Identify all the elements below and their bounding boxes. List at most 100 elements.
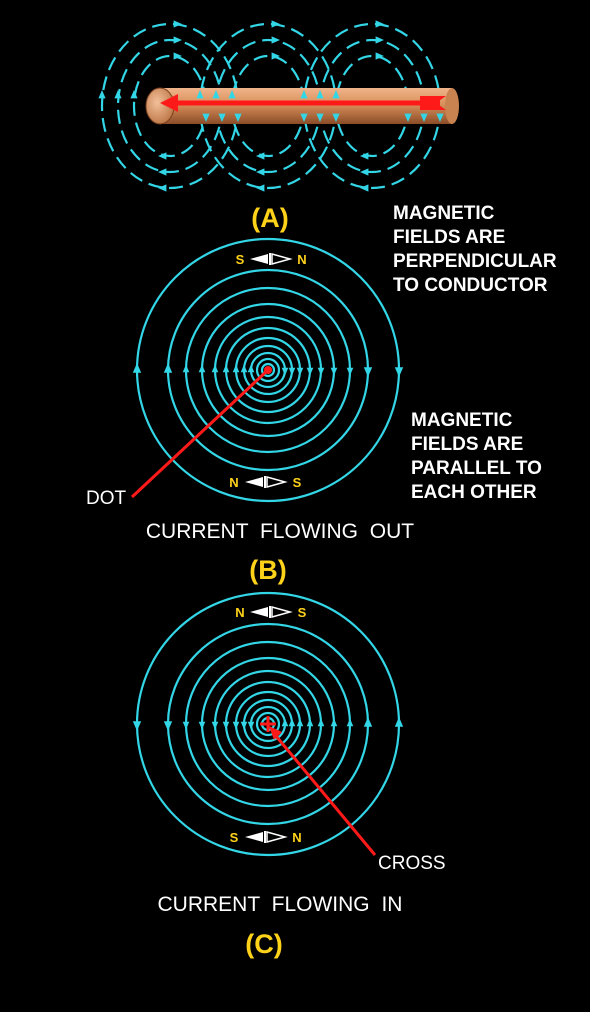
loop-arrow-top-1-1 xyxy=(173,52,182,60)
panel-a: (A) MAGNETIC FIELDS ARE PERPENDICULAR TO… xyxy=(98,20,557,296)
perpendicular-note-line-1: MAGNETIC xyxy=(393,203,495,224)
ring-arrow-left-3 xyxy=(247,721,255,730)
cross-symbol xyxy=(260,716,276,732)
current-arrow-head xyxy=(160,94,178,112)
loop-arrow-right-1-2 xyxy=(218,113,226,122)
loop-arrow-top-1-2 xyxy=(173,36,182,44)
ring-arrow-left-10 xyxy=(163,721,173,731)
ring-arrow-right-8 xyxy=(330,718,338,727)
compass-top: S N xyxy=(236,252,307,267)
compass-top-right-pole: S xyxy=(298,605,307,620)
ring-arrow-right-7 xyxy=(317,718,325,727)
panel-c-label: (C) xyxy=(245,929,282,959)
panel-a-label: (A) xyxy=(251,203,288,233)
loop-arrow-right-1-3 xyxy=(234,113,242,122)
loop-arrow-right-2-2 xyxy=(316,113,324,122)
loop-arrow-top-3-2 xyxy=(375,36,384,44)
loop-arrow-left-1-3 xyxy=(98,90,106,99)
ring-arrow-right-5 xyxy=(296,367,304,376)
ring-arrow-right-11 xyxy=(394,367,404,377)
compass-top-left-pole: S xyxy=(236,252,245,267)
panel-b-label: (B) xyxy=(249,555,286,585)
loop-arrow-left-3-1 xyxy=(332,90,340,99)
loop-arrow-left-3-2 xyxy=(316,90,324,99)
ring-arrow-left-9 xyxy=(182,721,190,730)
ring-arrow-right-10 xyxy=(363,717,373,727)
loop-arrow-right-1-1 xyxy=(202,113,210,122)
ring-arrow-right-6 xyxy=(306,367,314,376)
ring-arrow-left-5 xyxy=(232,721,240,730)
compass-needle-left xyxy=(250,607,268,617)
parallel-note-line-3: PARALLEL TO xyxy=(411,458,542,479)
panel-b-caption: CURRENT FLOWING OUT xyxy=(146,520,414,543)
loop-arrow-bottom-2-2 xyxy=(256,168,265,176)
parallel-note-line-1: MAGNETIC xyxy=(411,410,513,431)
compass-bottom-left-pole: S xyxy=(230,830,239,845)
compass-bottom: S N xyxy=(230,830,302,845)
compass-top-left-pole: N xyxy=(235,605,244,620)
loop-arrow-left-1-1 xyxy=(130,90,138,99)
ring-arrow-left-10 xyxy=(163,363,173,373)
panel-c-caption: CURRENT FLOWING IN xyxy=(158,893,403,916)
loop-arrow-right-3-2 xyxy=(420,113,428,122)
ring-arrow-right-10 xyxy=(363,367,373,377)
loop-arrow-right-2-1 xyxy=(300,113,308,122)
compass-bottom: N S xyxy=(229,475,301,490)
loop-arrow-right-2-3 xyxy=(332,113,340,122)
loop-arrow-bottom-3-1 xyxy=(360,152,369,160)
compass-bottom-left-pole: N xyxy=(229,475,238,490)
ring-arrow-right-9 xyxy=(346,367,354,376)
panel-c: N S S N CROSS CURRENT FLOWING IN (C) xyxy=(132,591,446,959)
field-rings-dot xyxy=(132,237,404,503)
parallel-note-line-2: FIELDS ARE xyxy=(411,434,523,455)
compass-bottom-right-pole: S xyxy=(293,475,302,490)
loop-arrow-left-2-3 xyxy=(196,90,204,99)
dot-label: DOT xyxy=(86,488,127,509)
loop-arrow-left-2-1 xyxy=(228,90,236,99)
field-ring-2 xyxy=(255,357,281,383)
field-ring-1 xyxy=(260,362,276,378)
loop-arrow-right-3-1 xyxy=(404,113,412,122)
ring-arrow-left-8 xyxy=(198,364,206,373)
loop-arrow-top-2-3 xyxy=(271,20,280,28)
perpendicular-note-line-3: PERPENDICULAR xyxy=(393,251,557,272)
ring-arrow-left-5 xyxy=(232,364,240,373)
loop-arrow-bottom-1-3 xyxy=(158,184,167,192)
cross-pointer-arrowhead xyxy=(269,726,282,740)
loop-arrow-bottom-1-1 xyxy=(158,152,167,160)
compass-needle-right xyxy=(266,831,288,843)
compass-bottom-right-pole: N xyxy=(292,830,301,845)
parallel-note: MAGNETIC FIELDS ARE PARALLEL TO EACH OTH… xyxy=(411,410,542,503)
loop-arrow-left-2-2 xyxy=(212,90,220,99)
compass-top: N S xyxy=(235,605,306,620)
loop-arrow-top-1-3 xyxy=(173,20,182,28)
loop-arrow-top-3-3 xyxy=(375,20,384,28)
loop-arrow-bottom-3-2 xyxy=(360,168,369,176)
loop-arrow-top-3-1 xyxy=(375,52,384,60)
loop-arrow-bottom-1-2 xyxy=(158,168,167,176)
ring-arrow-left-9 xyxy=(182,364,190,373)
ring-arrow-right-4 xyxy=(288,718,296,727)
ring-arrow-right-3 xyxy=(281,718,289,727)
ring-arrow-left-3 xyxy=(247,364,255,373)
conductor xyxy=(145,87,459,125)
ring-arrow-right-9 xyxy=(346,718,354,727)
compass-top-right-pole: N xyxy=(297,252,306,267)
ring-arrow-right-11 xyxy=(394,717,404,727)
ring-arrow-left-7 xyxy=(211,364,219,373)
compass-needle-left xyxy=(245,477,263,487)
ring-arrow-right-4 xyxy=(288,367,296,376)
ring-arrow-left-6 xyxy=(222,364,230,373)
ring-arrow-left-7 xyxy=(211,721,219,730)
perpendicular-note-line-4: TO CONDUCTOR xyxy=(393,275,548,296)
compass-needle-left xyxy=(245,832,263,842)
ring-arrow-right-5 xyxy=(296,718,304,727)
panel-b: S N N S DOT MAGNETIC FIELDS ARE PARALLEL… xyxy=(86,237,542,585)
cross-label: CROSS xyxy=(378,853,446,874)
loop-arrow-left-1-2 xyxy=(114,90,122,99)
current-arrow-tail xyxy=(420,96,446,110)
field-ring-2 xyxy=(255,711,281,737)
loop-arrow-right-3-3 xyxy=(436,113,444,122)
